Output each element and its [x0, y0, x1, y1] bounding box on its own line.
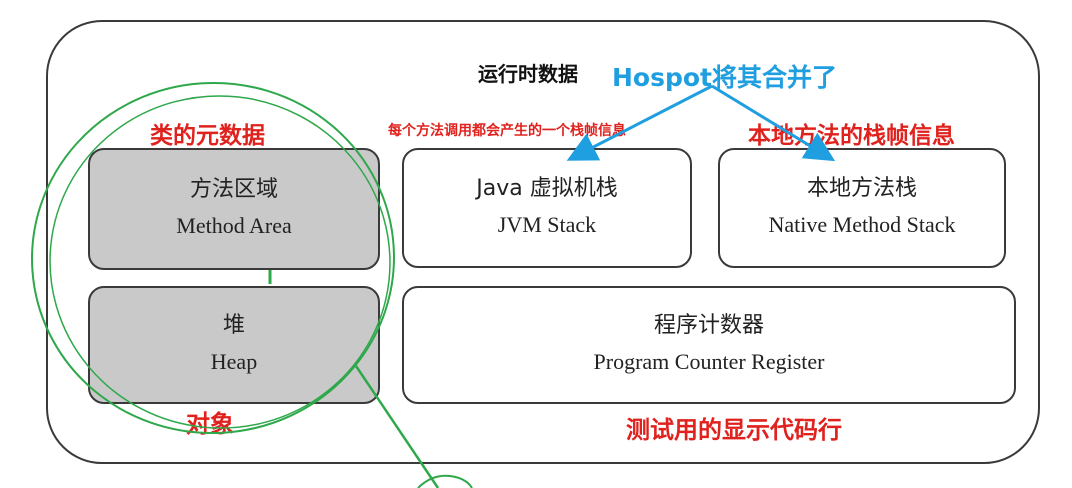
pc-register-zh-label: 程序计数器 [653, 313, 764, 338]
native-method-stack-box: 本地方法栈 Native Method Stack [718, 148, 1006, 268]
stack-frame-note: 每个方法调用都会产生的一个栈帧信息 [388, 123, 626, 139]
jvm-stack-en-label: JVM Stack [497, 212, 597, 237]
blue-arrow-to-jvm-stack [566, 84, 713, 161]
heap-box: 堆 Heap [88, 286, 380, 404]
method-area-en-label: Method Area [176, 213, 292, 238]
green-highlight-ellipse-outer [31, 81, 395, 435]
diagram-title: 运行时数据 [478, 62, 578, 86]
method-area-box: 方法区域 Method Area [88, 148, 380, 270]
native-method-stack-en-label: Native Method Stack [768, 212, 956, 237]
method-area-zh-label: 方法区域 [189, 177, 278, 202]
green-pointer-line [354, 365, 440, 488]
pc-register-en-label: Program Counter Register [593, 349, 825, 374]
jvm-stack-zh-label: Java 虚拟机栈 [476, 176, 618, 201]
native-method-stack-zh-label: 本地方法栈 [806, 176, 917, 201]
pc-register-note: 测试用的显示代码行 [626, 416, 842, 444]
heap-en-label: Heap [210, 349, 258, 374]
hotspot-merged-note: Hospot将其合并了 [612, 63, 838, 92]
blue-arrow-to-native-stack [711, 84, 836, 162]
class-metadata-note: 类的元数据 [150, 123, 265, 149]
jvm-stack-box: Java 虚拟机栈 JVM Stack [402, 148, 692, 268]
program-counter-register-box: 程序计数器 Program Counter Register [402, 286, 1016, 404]
green-partial-circle [417, 474, 473, 488]
heap-zh-label: 堆 [222, 313, 245, 338]
green-highlight-ellipse-inner [49, 95, 391, 429]
